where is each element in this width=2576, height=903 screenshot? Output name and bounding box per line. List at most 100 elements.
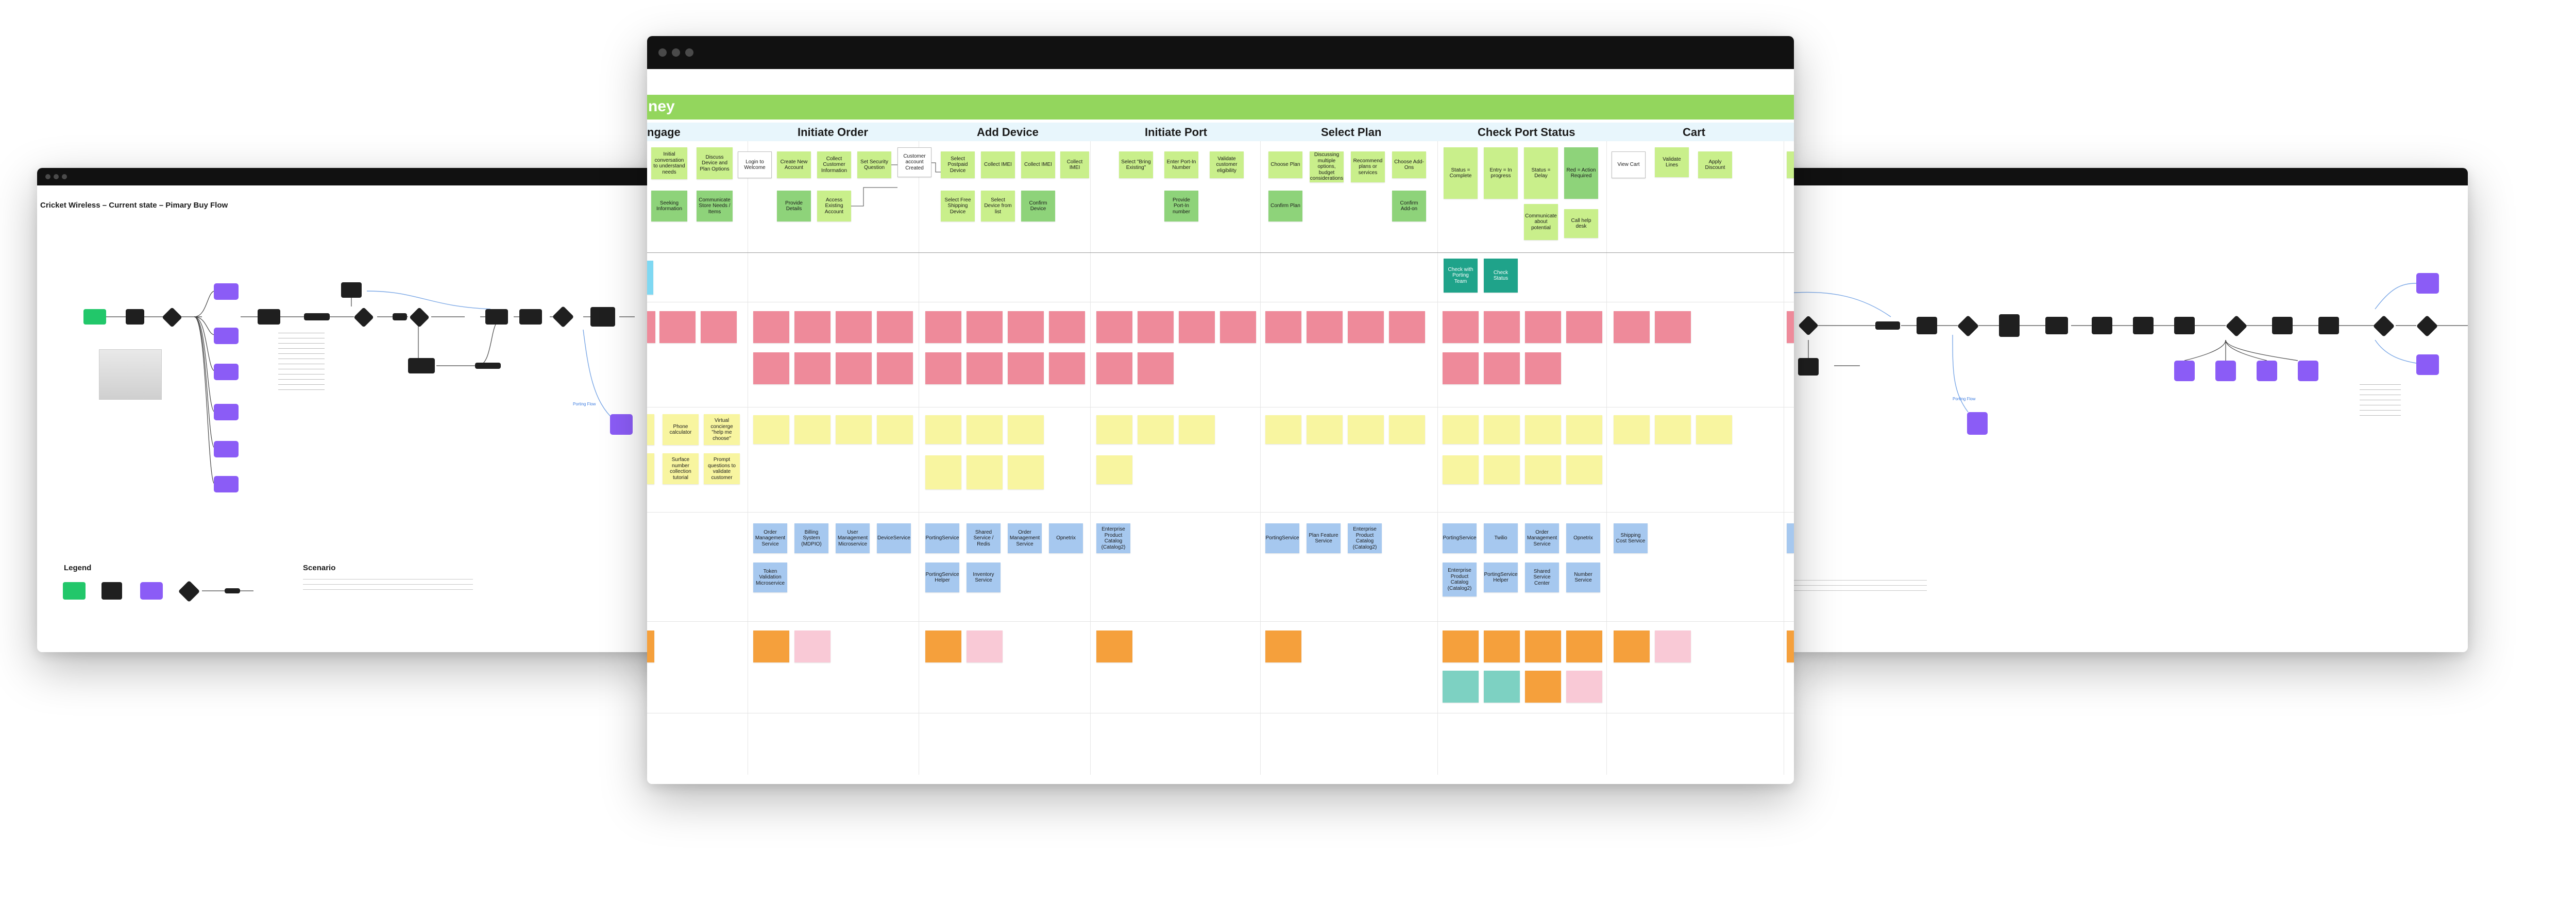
- pain-point[interactable]: [701, 311, 737, 343]
- risk-note[interactable]: [1443, 671, 1479, 703]
- risk-note[interactable]: [647, 631, 654, 662]
- process-node[interactable]: [258, 309, 280, 325]
- opportunity[interactable]: [1696, 415, 1732, 444]
- option-node[interactable]: [2174, 361, 2195, 381]
- risk-note[interactable]: [1655, 631, 1691, 662]
- opportunity[interactable]: Prompt questions to validate customer: [704, 453, 740, 484]
- pain-point[interactable]: [1220, 311, 1256, 343]
- opportunity[interactable]: [1138, 415, 1174, 444]
- status-tag[interactable]: Check Status: [1484, 259, 1518, 293]
- option-node[interactable]: [214, 476, 239, 492]
- pain-point[interactable]: [1484, 311, 1520, 343]
- pain-point[interactable]: [1049, 352, 1085, 384]
- pain-point[interactable]: [647, 311, 655, 343]
- risk-note[interactable]: [1443, 631, 1479, 662]
- sticky-action[interactable]: Status = Complete: [1444, 147, 1478, 199]
- system-service[interactable]: Twilio: [1484, 523, 1518, 553]
- opportunity[interactable]: [1655, 415, 1691, 444]
- system-service[interactable]: Order Management Service: [753, 523, 787, 553]
- risk-note[interactable]: [1525, 631, 1561, 662]
- system-service[interactable]: Shared Service Center: [1525, 563, 1559, 592]
- sticky-action[interactable]: Set Security Question: [857, 151, 891, 178]
- opportunity[interactable]: [877, 415, 913, 444]
- opportunity[interactable]: [925, 415, 961, 444]
- opportunity[interactable]: [647, 453, 654, 484]
- process-node[interactable]: [485, 309, 508, 325]
- pain-point[interactable]: [1655, 311, 1691, 343]
- sticky-subaction[interactable]: Access Existing Account: [817, 191, 851, 222]
- risk-note[interactable]: [1566, 631, 1602, 662]
- risk-note[interactable]: [1096, 631, 1132, 662]
- sticky-action[interactable]: [1787, 151, 1794, 178]
- sticky-action[interactable]: Choose Plan: [1268, 151, 1302, 178]
- system-service[interactable]: [1787, 523, 1794, 553]
- pain-point[interactable]: [877, 311, 913, 343]
- risk-note[interactable]: [1614, 631, 1650, 662]
- pain-point[interactable]: [1443, 352, 1479, 384]
- system-service[interactable]: User Management Microservice: [836, 523, 870, 553]
- sticky-action[interactable]: Initial conversation to understand needs: [651, 147, 687, 179]
- sticky-subaction[interactable]: Confirm Device: [1021, 191, 1055, 222]
- sticky-subaction[interactable]: Call help desk: [1564, 209, 1598, 238]
- opportunity[interactable]: Phone calculator: [663, 414, 699, 445]
- opportunity[interactable]: Virtual concierge "help me choose": [704, 414, 740, 445]
- pain-point[interactable]: [967, 352, 1003, 384]
- system-service[interactable]: DeviceService: [877, 523, 911, 553]
- system-service[interactable]: Order Management Service: [1525, 523, 1559, 553]
- opportunity[interactable]: [1566, 415, 1602, 444]
- process-node[interactable]: [2318, 317, 2339, 334]
- process-node[interactable]: [408, 358, 435, 373]
- opportunity[interactable]: [1096, 415, 1132, 444]
- option-node[interactable]: [1967, 412, 1988, 435]
- sticky-action[interactable]: Select Postpaid Device: [941, 151, 975, 178]
- opportunity[interactable]: [925, 455, 961, 489]
- sticky-subaction[interactable]: Select Device from list: [981, 191, 1015, 222]
- sticky-action[interactable]: Validate Lines: [1655, 147, 1689, 177]
- system-service[interactable]: PortingService: [1265, 523, 1299, 553]
- system-service[interactable]: Opnetrix: [1566, 523, 1600, 553]
- system-service[interactable]: PortingService Helper: [925, 563, 959, 592]
- opportunity[interactable]: [967, 455, 1003, 489]
- opportunity[interactable]: [836, 415, 872, 444]
- opportunity[interactable]: [967, 415, 1003, 444]
- system-service[interactable]: PortingService Helper: [1484, 563, 1518, 592]
- system-service[interactable]: Opnetrix: [1049, 523, 1083, 553]
- system-service[interactable]: Enterprise Product Catalog (Catalog2): [1348, 523, 1382, 553]
- pain-point[interactable]: [1614, 311, 1650, 343]
- pain-point[interactable]: [753, 352, 789, 384]
- system-service[interactable]: PortingService: [1443, 523, 1477, 553]
- opportunity[interactable]: [794, 415, 831, 444]
- pain-point[interactable]: [1049, 311, 1085, 343]
- opportunity[interactable]: [1443, 455, 1479, 484]
- status-tag[interactable]: Check with Porting Team: [1444, 259, 1478, 293]
- sticky-subaction[interactable]: Communicate about potential: [1524, 204, 1558, 240]
- risk-note[interactable]: [753, 631, 789, 662]
- system-service[interactable]: Number Service: [1566, 563, 1600, 592]
- pain-point[interactable]: [1138, 311, 1174, 343]
- sticky-action[interactable]: Collect IMEI: [981, 151, 1015, 178]
- sticky-action[interactable]: Collect Customer Information: [817, 151, 851, 178]
- process-node[interactable]: [341, 282, 362, 298]
- pain-point[interactable]: [659, 311, 696, 343]
- process-node[interactable]: [304, 313, 330, 320]
- sticky-action[interactable]: Login to Welcome: [738, 151, 772, 178]
- opportunity[interactable]: [647, 414, 654, 445]
- pain-point[interactable]: [836, 311, 872, 343]
- system-service[interactable]: Billing System (MDPIO): [794, 523, 828, 553]
- opportunity[interactable]: [1525, 415, 1561, 444]
- process-node[interactable]: [2174, 317, 2195, 334]
- process-node[interactable]: [393, 313, 407, 320]
- process-node[interactable]: [126, 309, 144, 325]
- sticky-action[interactable]: Choose Add-Ons: [1392, 151, 1426, 178]
- risk-note[interactable]: [794, 631, 831, 662]
- process-node[interactable]: [2045, 317, 2068, 334]
- option-node[interactable]: [214, 283, 239, 300]
- pain-point[interactable]: [1138, 352, 1174, 384]
- option-node[interactable]: [2416, 354, 2439, 375]
- risk-note[interactable]: [1484, 631, 1520, 662]
- sticky-subaction[interactable]: Confirm Add-on: [1392, 191, 1426, 222]
- sticky-subaction[interactable]: Provide Details: [777, 191, 811, 222]
- sticky-action[interactable]: Customer account Created: [897, 147, 931, 177]
- process-node[interactable]: [1798, 358, 1819, 376]
- process-node[interactable]: [590, 307, 615, 327]
